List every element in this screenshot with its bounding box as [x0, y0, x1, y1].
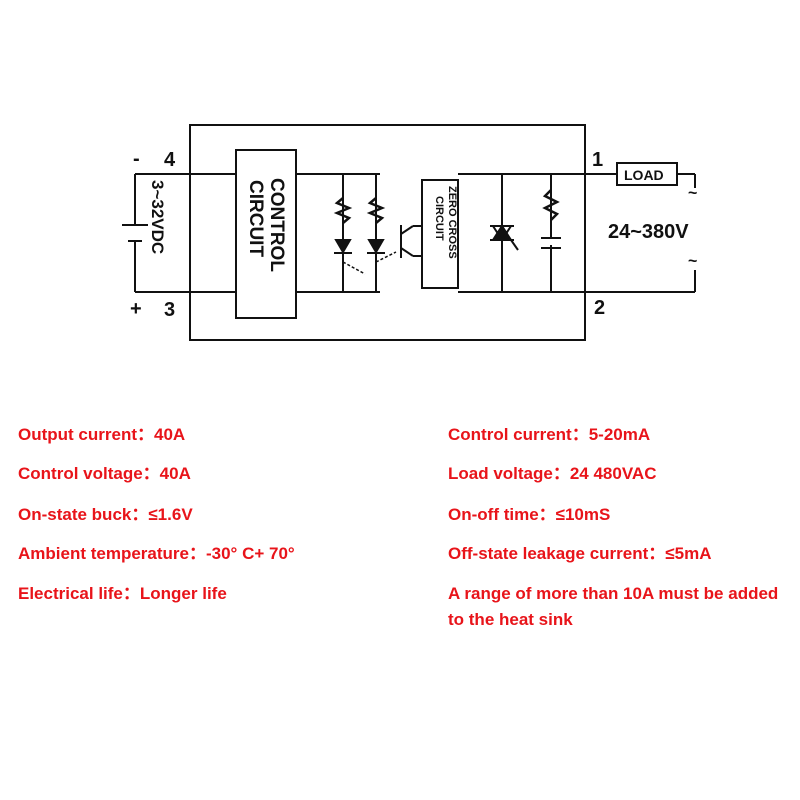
light-arrow-1 [342, 261, 366, 275]
dc-source-symbol [122, 224, 148, 242]
input-voltage-label: 3~32VDC [148, 180, 167, 254]
zero-cross-label-line1: ZERO CROSS [446, 186, 458, 259]
relay-body-outline [189, 124, 586, 341]
resistor-2 [366, 197, 386, 224]
control-circuit-label-line2: CIRCUIT [245, 180, 266, 257]
control-circuit-label-line1: CONTROL [266, 178, 287, 272]
spec-on-off-time: On-off time：≤10mS [448, 505, 611, 524]
resistor-1 [333, 197, 353, 224]
ac-symbol-bottom: ~ [688, 253, 697, 270]
snubber-resistor [542, 189, 560, 221]
spec-control-voltage: Control voltage：40A [18, 464, 191, 483]
spec-off-state-leakage: Off-state leakage current：≤5mA [448, 544, 712, 563]
load-label: LOAD [624, 167, 664, 183]
spec-load-voltage: Load voltage：24 480VAC [448, 464, 657, 483]
polarity-plus: + [130, 298, 142, 320]
led-diode-1 [334, 239, 352, 254]
zero-cross-label-line2: CIRCUIT [433, 196, 445, 241]
led-diode-2 [367, 239, 385, 254]
terminal-4: 4 [164, 149, 176, 171]
terminal-2: 2 [594, 297, 605, 319]
snubber-capacitor [541, 237, 561, 249]
terminal-1: 1 [592, 149, 603, 171]
spec-ambient-temperature: Ambient temperature：-30° C+ 70° [18, 544, 295, 563]
polarity-minus: - [133, 148, 140, 170]
control-circuit-block [235, 149, 297, 319]
spec-control-current: Control current：5-20mA [448, 425, 651, 444]
zero-cross-block [421, 179, 459, 289]
light-arrow-2 [375, 251, 397, 263]
ssr-wiring-diagram: - 4 + 3 1 2 3~32VDC CONTROL CIRCUIT ZERO… [122, 124, 697, 341]
spec-electrical-life: Electrical life：Longer life [18, 584, 227, 603]
spec-output-current: Output current：40A [18, 425, 186, 444]
spec-heat-sink-note: A range of more than 10A must be added t… [448, 584, 779, 629]
opto-transistor-symbol [400, 225, 422, 258]
ac-symbol-top: ~ [688, 185, 697, 202]
ac-voltage-label: 24~380V [608, 221, 689, 243]
terminal-3: 3 [164, 299, 175, 321]
spec-on-state-buck: On-state buck：≤1.6V [18, 505, 193, 524]
